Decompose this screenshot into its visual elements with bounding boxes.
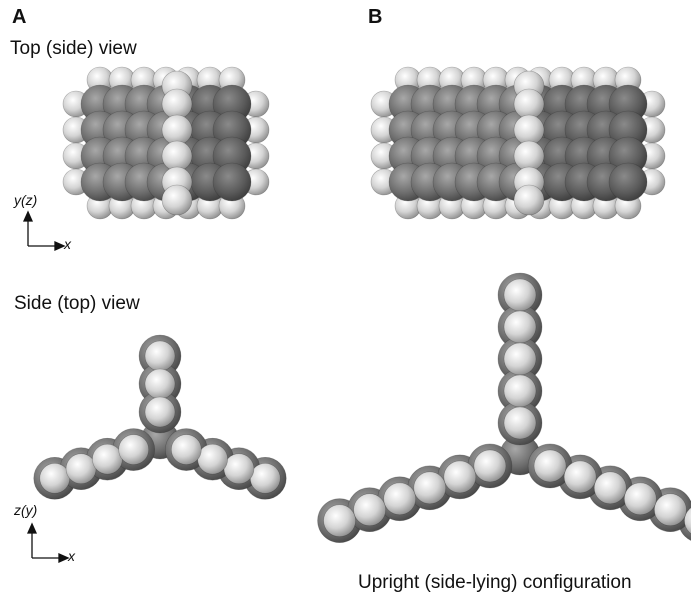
hydrogen-atom: [161, 88, 193, 120]
hydrogen-atom: [593, 471, 627, 505]
hydrogen-atom: [473, 449, 507, 483]
molecule-top-view-a: [62, 66, 270, 220]
molecule-top-view-b: [370, 66, 666, 220]
hydrogen-atom: [323, 504, 356, 537]
hydrogen-atom: [144, 340, 176, 372]
hydrogen-atom: [223, 453, 255, 485]
hydrogen-atom: [161, 140, 193, 172]
hydrogen-atom: [39, 463, 71, 494]
hydrogen-atom: [513, 140, 545, 172]
hydrogen-atom: [92, 443, 123, 475]
panel-label-b: B: [368, 6, 383, 28]
hydrogen-atom: [144, 396, 176, 428]
axis-arrows-bottom: [26, 522, 70, 564]
hydrogen-atom: [503, 310, 537, 344]
hydrogen-atom: [413, 471, 447, 505]
panel-label-a: A: [12, 6, 27, 28]
carbon-atom: [608, 162, 648, 202]
hydrogen-atom: [503, 278, 537, 312]
hydrogen-atom: [161, 114, 193, 146]
hydrogen-atom: [118, 434, 149, 465]
hydrogen-atom: [503, 342, 537, 376]
hydrogen-atom: [654, 493, 687, 527]
axis-label-bottom-vertical: z(y): [14, 502, 38, 518]
hydrogen-atom: [623, 482, 657, 516]
hydrogen-atom: [563, 460, 597, 494]
axis-label-bottom-horizontal: x: [68, 548, 75, 564]
hydrogen-atom: [513, 114, 545, 146]
molecule-side-view-b: [317, 272, 691, 543]
hydrogen-atom: [513, 88, 545, 120]
caption-configuration: Upright (side-lying) configuration: [358, 572, 632, 593]
hydrogen-atom: [383, 482, 417, 516]
axis-arrows-top: [22, 210, 66, 252]
hydrogen-atom: [353, 493, 386, 527]
hydrogen-atom: [65, 453, 97, 485]
hydrogen-atom: [161, 184, 193, 216]
hydrogen-atom: [503, 406, 537, 440]
hydrogen-atom: [533, 449, 567, 483]
axis-label-top-vertical: y(z): [14, 192, 38, 208]
hydrogen-atom: [249, 463, 281, 494]
carbon-atom: [212, 162, 252, 202]
hydrogen-atom: [197, 443, 228, 475]
hydrogen-atom: [144, 368, 176, 400]
hydrogen-atom: [171, 434, 202, 465]
molecule-side-view-a: [33, 334, 287, 500]
hydrogen-atom: [513, 184, 545, 216]
hydrogen-atom: [443, 460, 477, 494]
axis-label-top-horizontal: x: [64, 236, 71, 252]
caption-top-view: Top (side) view: [10, 38, 137, 59]
caption-side-view: Side (top) view: [14, 293, 140, 314]
hydrogen-atom: [684, 507, 691, 534]
hydrogen-atom: [503, 374, 537, 408]
